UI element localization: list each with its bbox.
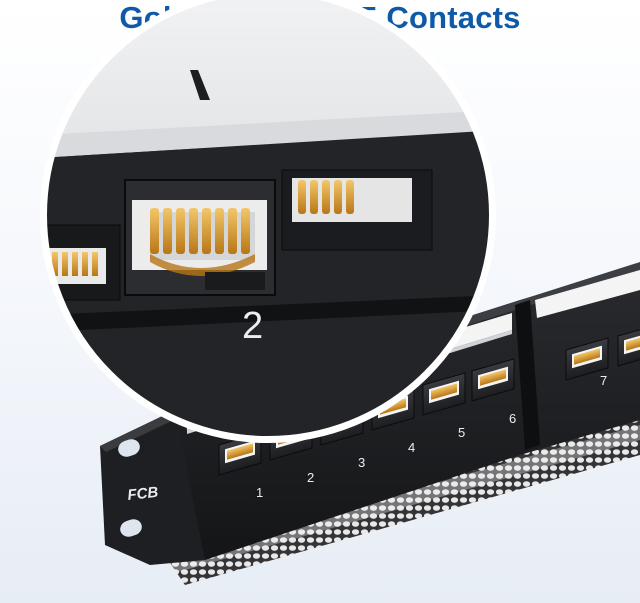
port-labels: 1 2 3 4 5 6 7 [256, 373, 607, 500]
rack-ear [100, 410, 205, 565]
port-number: 2 [307, 470, 314, 485]
zoom-jack-right [281, 169, 433, 251]
zoom-circle: 2 [40, 0, 496, 443]
zoom-jack-center [124, 179, 276, 296]
zoom-port-number: 2 [242, 305, 263, 347]
brand-logo: FCB [127, 484, 160, 504]
port-number: 5 [458, 425, 465, 440]
port-number: 4 [408, 440, 415, 455]
port-number: 7 [600, 373, 607, 388]
port-number: 1 [256, 485, 263, 500]
port-number: 6 [509, 411, 516, 426]
port-number: 3 [358, 455, 365, 470]
